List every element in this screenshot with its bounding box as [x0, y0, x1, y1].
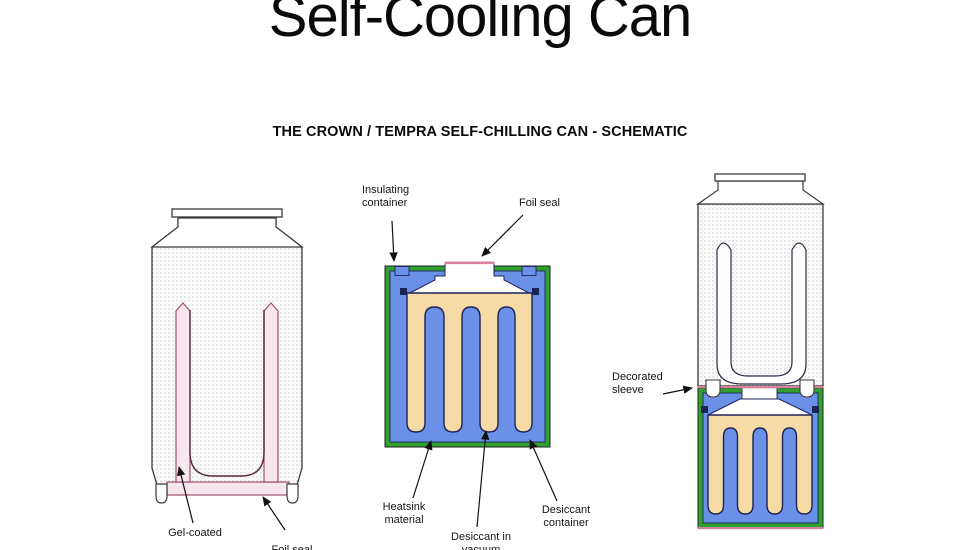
shell-notch-right — [521, 266, 537, 276]
arrow-gel-coated — [177, 466, 194, 524]
arrow-heatsink-material — [412, 440, 433, 499]
foil-seal-strip — [444, 261, 495, 265]
annotation-arrows — [177, 214, 693, 531]
arrow-left-can-bottom — [262, 496, 286, 531]
right-can-lid — [714, 173, 806, 182]
heatsink-comb — [406, 292, 533, 433]
right-can-inner-cup — [716, 242, 807, 385]
right-can-foot-left — [705, 379, 721, 398]
right-bracket-right — [812, 406, 819, 413]
right-can-shoulder — [696, 180, 825, 205]
label-desiccant-in-vacuum: Desiccant in vacuum — [451, 531, 511, 550]
right-heatsink-comb — [707, 414, 813, 515]
page-title: Self-Cooling Can — [268, 0, 692, 49]
left-can-gel-channel-right — [263, 302, 279, 483]
left-can-foot-right — [286, 483, 299, 504]
cooling-unit-diagram — [384, 261, 551, 448]
label-heatsink-material: Heatsink material — [382, 501, 426, 526]
right-bracket-left — [701, 406, 708, 413]
sleeve-seam-bottom — [698, 527, 823, 530]
arrow-foil-seal — [481, 214, 524, 257]
left-can-shoulder — [150, 217, 304, 248]
label-desiccant-container: Desiccant container — [541, 504, 591, 529]
left-can-inner-cup — [189, 310, 265, 477]
shell-notch-left — [394, 266, 410, 276]
arrow-insulating-container — [389, 220, 398, 262]
arrow-decorated-sleeve — [662, 385, 693, 395]
arrow-desiccant-container — [529, 439, 558, 502]
right-can-foot-right — [799, 379, 815, 398]
left-can-diagram — [150, 208, 304, 504]
bracket-left — [400, 288, 407, 295]
label-gel-coated: Gel-coated — [168, 527, 222, 539]
label-left-can-bottom-partial: Foil seal — [271, 544, 313, 550]
label-foil-seal: Foil seal — [519, 197, 560, 209]
left-can-body — [151, 217, 303, 490]
left-can-gel-channel-left — [175, 302, 191, 483]
arrow-desiccant-in-vacuum — [476, 430, 490, 528]
bracket-right — [532, 288, 539, 295]
label-insulating-container: Insulating container — [362, 184, 410, 209]
left-can-foot-left — [155, 483, 168, 504]
right-foil-strip — [740, 386, 779, 389]
label-decorated-sleeve: Decorated sleeve — [612, 371, 663, 396]
schematic-subtitle: THE CROWN / TEMPRA SELF-CHILLING CAN - S… — [272, 124, 688, 140]
assembled-can-diagram — [696, 173, 825, 530]
right-foil-notch — [741, 387, 778, 400]
left-can-lid — [171, 208, 283, 218]
